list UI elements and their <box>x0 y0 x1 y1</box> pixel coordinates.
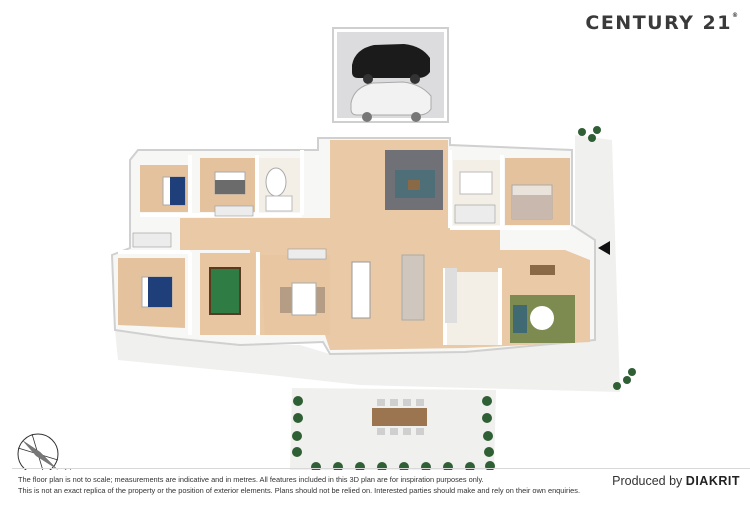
car-icon <box>352 44 430 84</box>
car-icon <box>350 81 432 122</box>
footer-divider <box>12 468 750 469</box>
bed-icon <box>162 176 186 206</box>
armchair <box>513 305 527 333</box>
bed-icon <box>280 282 325 316</box>
bed-icon <box>511 184 553 220</box>
bathtub <box>265 167 287 197</box>
producer-logo: DIAKRIT <box>685 474 740 488</box>
bed-icon <box>141 276 173 308</box>
produced-by: Produced by DIAKRIT <box>612 474 740 488</box>
brand-logo: CENTURY 21® <box>585 12 738 34</box>
produced-by-prefix: Produced by <box>612 474 683 488</box>
wardrobes <box>132 204 496 260</box>
dining-table-icon <box>372 399 427 435</box>
coffee-table <box>530 306 554 330</box>
sofa-icon <box>385 150 443 210</box>
outdoor-paving <box>115 135 620 392</box>
kitchen-bench <box>445 268 457 323</box>
vanity <box>265 195 293 212</box>
ensuite-vanity <box>459 171 493 195</box>
pool-table-icon <box>209 267 241 315</box>
tv-unit <box>530 265 555 275</box>
garage <box>332 27 449 123</box>
compass-icon <box>17 433 59 470</box>
disclaimer-line-1: The floor plan is not to scale; measurem… <box>18 475 484 484</box>
compass-north-label: N <box>64 468 72 470</box>
bed-icon <box>214 171 246 195</box>
disclaimer-line-2: This is not an exact replica of the prop… <box>18 485 581 495</box>
disclaimer: The floor plan is not to scale; measurem… <box>18 475 603 496</box>
dining-table-icon <box>351 261 371 319</box>
entry-arrow-icon <box>598 241 610 255</box>
floor-plan: N <box>17 27 636 470</box>
kitchen-island <box>401 254 425 321</box>
